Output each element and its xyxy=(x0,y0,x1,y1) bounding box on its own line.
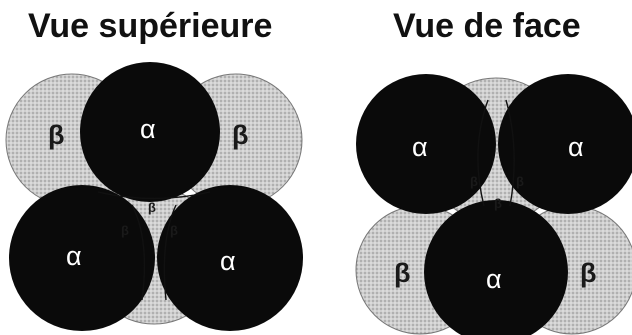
beta-label-front-right: β xyxy=(580,258,596,288)
front-view-title: Vue de face xyxy=(393,7,581,45)
top-view-title: Vue supérieure xyxy=(28,7,273,45)
beta-label-small-1: β xyxy=(148,200,156,215)
alpha-sphere-bottom-left xyxy=(9,185,155,331)
alpha-sphere-upper-left xyxy=(356,74,496,214)
beta-label-top-right: β xyxy=(232,120,248,150)
beta-label-small-front-2: β xyxy=(516,174,524,189)
beta-label-small-front-1: β xyxy=(470,174,478,189)
alpha-sphere-upper-right xyxy=(498,74,632,214)
alpha-label-upper-left: α xyxy=(412,132,428,162)
beta-label-small-2: β xyxy=(121,223,129,238)
beta-label-small-front-3: β xyxy=(494,196,502,211)
alpha-sphere-lower-center xyxy=(424,200,568,335)
front-view: α α β β β β α β xyxy=(355,74,632,335)
alpha-label-lower-center: α xyxy=(486,264,502,294)
beta-label-top-left: β xyxy=(48,120,64,150)
alpha-label-upper-right: α xyxy=(568,132,584,162)
contact-lines-front xyxy=(477,99,515,207)
contact-lines-top xyxy=(97,191,211,301)
alpha-sphere-top xyxy=(80,62,220,202)
alpha-sphere-bottom-right xyxy=(157,185,303,331)
top-view: β α β β β β α α xyxy=(5,62,303,331)
alpha-label-bottom-right: α xyxy=(220,246,236,276)
beta-label-front-left: β xyxy=(394,258,410,288)
alpha-label-bottom-left: α xyxy=(66,241,82,271)
alpha-label-top: α xyxy=(140,114,156,144)
beta-label-small-3: β xyxy=(170,223,178,238)
